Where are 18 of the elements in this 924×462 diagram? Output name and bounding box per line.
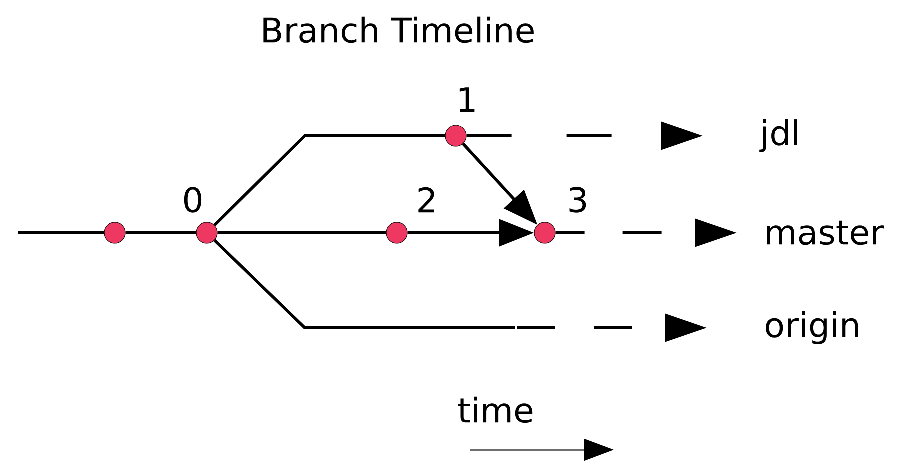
commit-dot [386,222,408,244]
axis-label: time [458,396,533,424]
branch-line [214,134,446,226]
commit-dot [104,222,126,244]
branch-line [126,231,196,234]
commit-number: 0 [184,187,202,213]
commit-number: 2 [418,187,434,213]
commit-number: 1 [460,88,475,112]
branch-line [18,231,104,234]
branch-label: origin [766,312,858,344]
commit-number: 3 [570,187,586,213]
commit-dot [196,222,218,244]
branch-label: jdl [760,120,798,152]
branch-label: master [767,220,884,246]
title: Branch Timeline [264,16,534,44]
commit-dot [534,222,556,244]
commit-dot [445,125,467,147]
branch-line [218,231,386,234]
